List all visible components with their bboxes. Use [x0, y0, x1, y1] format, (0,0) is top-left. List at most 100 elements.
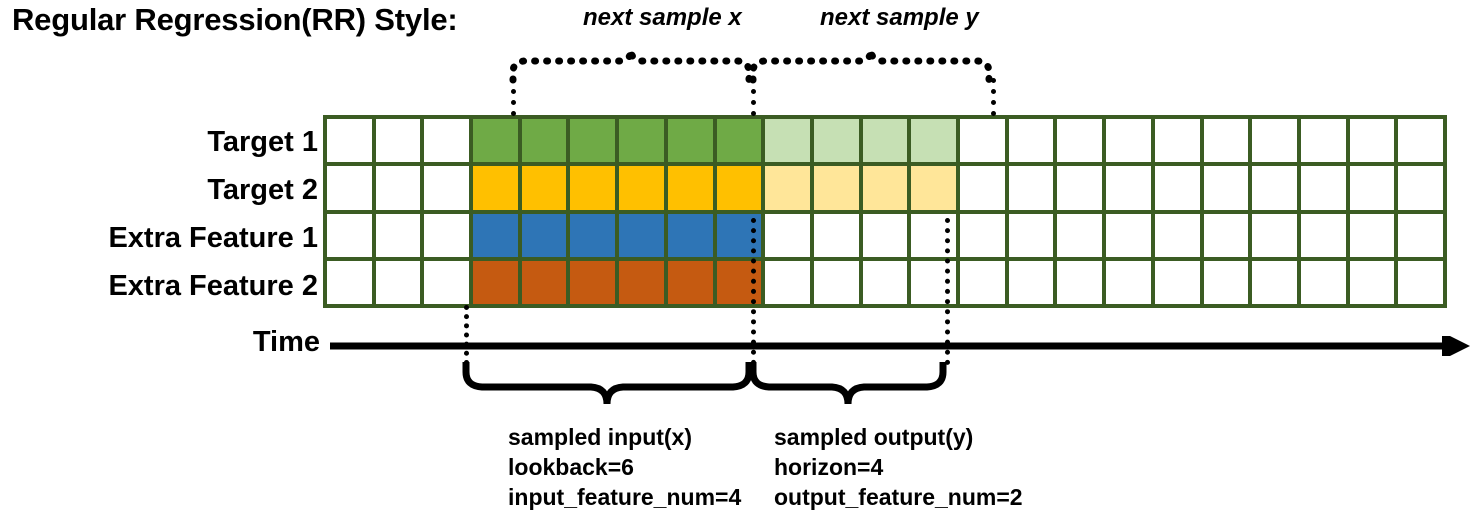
grid-cell-target-2-21	[1300, 166, 1346, 210]
caption-sampled-output-line-2: horizon=4	[774, 454, 884, 480]
grid-cell-extra-feature-2-20	[1252, 260, 1297, 304]
grid-cell-target-2-1	[327, 166, 372, 210]
grid-cell-target-2-5	[521, 166, 567, 210]
guide-input-end	[751, 218, 756, 365]
grid-cell-target-1-10	[765, 119, 810, 163]
grid-cell-extra-feature-1-12	[862, 213, 908, 257]
grid-cell-extra-feature-2-4	[473, 260, 518, 304]
grid-cell-target-1-8	[667, 119, 713, 163]
grid-cell-target-2-16	[1057, 166, 1103, 210]
grid-cell-target-2-8	[667, 166, 713, 210]
grid-cell-target-2-22	[1349, 166, 1395, 210]
grid-cell-extra-feature-2-23	[1398, 260, 1443, 304]
grid-cell-extra-feature-2-15	[1008, 260, 1054, 304]
grid-cell-extra-feature-2-12	[862, 260, 908, 304]
grid-cell-target-2-6	[570, 166, 616, 210]
time-axis-arrow	[330, 336, 1470, 356]
grid-cell-target-1-4	[473, 119, 518, 163]
grid-cell-extra-feature-2-11	[813, 260, 859, 304]
grid-cell-extra-feature-1-15	[1008, 213, 1054, 257]
grid-cell-target-2-3	[424, 166, 470, 210]
grid-cell-extra-feature-2-16	[1057, 260, 1103, 304]
grid-cell-target-1-2	[375, 119, 421, 163]
grid-cell-target-1-13	[911, 119, 957, 163]
grid-cell-target-2-18	[1154, 166, 1200, 210]
brace-sampled-output	[749, 362, 947, 405]
grid-cell-target-1-14	[960, 119, 1005, 163]
grid-cell-target-1-12	[862, 119, 908, 163]
guide-top-input-start	[511, 78, 516, 116]
caption-sampled-output-line-3: output_feature_num=2	[774, 484, 1023, 510]
grid-cell-extra-feature-1-11	[813, 213, 859, 257]
brace-sampled-input	[462, 362, 753, 405]
row-label-target-1: Target 1	[207, 126, 318, 158]
grid-cell-extra-feature-1-14	[960, 213, 1005, 257]
grid-cell-extra-feature-2-2	[375, 260, 421, 304]
grid-cell-extra-feature-1-4	[473, 213, 518, 257]
grid-cell-target-2-12	[862, 166, 908, 210]
grid-cell-extra-feature-2-21	[1300, 260, 1346, 304]
grid-cell-target-1-23	[1398, 119, 1443, 163]
grid-cell-extra-feature-1-6	[570, 213, 616, 257]
grid-cell-extra-feature-1-20	[1252, 213, 1297, 257]
grid-cell-extra-feature-1-7	[619, 213, 664, 257]
timeline-grid	[323, 115, 1447, 308]
caption-sampled-output: sampled output(y) horizon=4 output_featu…	[774, 422, 1023, 512]
grid-cell-target-2-4	[473, 166, 518, 210]
grid-cell-target-1-17	[1106, 119, 1151, 163]
grid-cell-extra-feature-1-2	[375, 213, 421, 257]
time-axis-label: Time	[252, 326, 320, 358]
grid-cell-target-2-14	[960, 166, 1005, 210]
grid-cell-target-2-2	[375, 166, 421, 210]
caption-sampled-input-line-1: sampled input(x)	[508, 424, 693, 450]
caption-sampled-output-line-1: sampled output(y)	[774, 424, 974, 450]
grid-cell-target-1-7	[619, 119, 664, 163]
grid-cell-target-1-5	[521, 119, 567, 163]
grid-cell-extra-feature-1-19	[1203, 213, 1249, 257]
grid-cell-extra-feature-2-19	[1203, 260, 1249, 304]
grid-cell-target-2-23	[1398, 166, 1443, 210]
grid-cell-target-2-15	[1008, 166, 1054, 210]
grid-cell-target-2-10	[765, 166, 810, 210]
row-label-extra-feature-2: Extra Feature 2	[108, 270, 318, 302]
grid-cell-target-1-20	[1252, 119, 1297, 163]
brace-next-sample-y	[749, 49, 993, 84]
grid-cell-extra-feature-1-17	[1106, 213, 1151, 257]
grid-cell-extra-feature-1-21	[1300, 213, 1346, 257]
grid-cell-extra-feature-2-14	[960, 260, 1005, 304]
grid-cell-extra-feature-1-16	[1057, 213, 1103, 257]
grid-cell-extra-feature-1-23	[1398, 213, 1443, 257]
grid-cell-target-1-11	[813, 119, 859, 163]
grid-cell-extra-feature-2-22	[1349, 260, 1395, 304]
grid-cell-extra-feature-2-10	[765, 260, 810, 304]
grid-cell-extra-feature-1-3	[424, 213, 470, 257]
grid-cell-extra-feature-1-8	[667, 213, 713, 257]
grid-cell-extra-feature-1-18	[1154, 213, 1200, 257]
grid-cell-extra-feature-2-1	[327, 260, 372, 304]
row-label-target-2: Target 2	[207, 174, 318, 206]
grid-cell-extra-feature-2-5	[521, 260, 567, 304]
grid-cell-extra-feature-1-10	[765, 213, 810, 257]
grid-cell-target-1-22	[1349, 119, 1395, 163]
caption-sampled-input-line-2: lookback=6	[508, 454, 634, 480]
grid-cell-extra-feature-2-7	[619, 260, 664, 304]
grid-cell-extra-feature-2-18	[1154, 260, 1200, 304]
grid-cell-target-2-17	[1106, 166, 1151, 210]
guide-output-end	[945, 218, 950, 365]
grid-cell-extra-feature-1-1	[327, 213, 372, 257]
guide-top-input-end	[751, 78, 756, 116]
grid-cell-target-2-13	[911, 166, 957, 210]
label-next-sample-y: next sample y	[820, 4, 979, 31]
grid-cell-extra-feature-1-22	[1349, 213, 1395, 257]
grid-cell-target-1-21	[1300, 119, 1346, 163]
guide-input-start	[464, 305, 469, 365]
grid-cell-target-1-16	[1057, 119, 1103, 163]
caption-sampled-input-line-3: input_feature_num=4	[508, 484, 742, 510]
brace-next-sample-x	[509, 49, 753, 84]
grid-cell-extra-feature-1-5	[521, 213, 567, 257]
grid-cell-target-1-15	[1008, 119, 1054, 163]
grid-cell-target-2-7	[619, 166, 664, 210]
grid-cell-target-1-6	[570, 119, 616, 163]
guide-top-output-end	[991, 78, 996, 116]
